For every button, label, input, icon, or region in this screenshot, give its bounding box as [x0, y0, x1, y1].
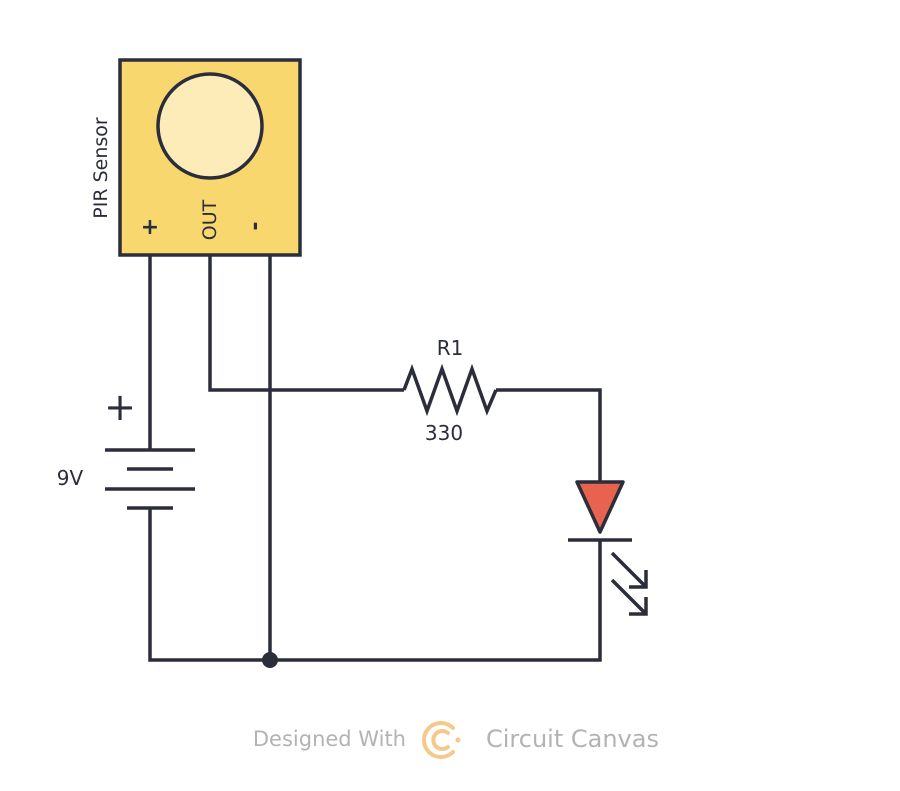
resistor: R1 330 [402, 336, 498, 445]
led [568, 480, 648, 616]
wires [148, 255, 602, 668]
footer-brand-text: Circuit Canvas [486, 725, 659, 753]
battery-voltage-label: 9V [57, 466, 84, 490]
resistor-zigzag [402, 363, 498, 417]
pir-sensor: PIR Sensor + OUT - [90, 58, 302, 257]
pir-sensor-label: PIR Sensor [90, 117, 112, 219]
battery-plus-sign: + [104, 385, 136, 429]
resistor-name-label: R1 [437, 336, 464, 360]
ground-junction [262, 652, 278, 668]
wire-battery-to-ground [148, 508, 602, 662]
footer: Designed With Circuit Canvas [253, 721, 659, 759]
resistor-value-label: 330 [425, 421, 463, 445]
led-triangle [575, 480, 625, 534]
pir-pin-minus-label: - [243, 221, 268, 230]
circuit-canvas-logo-icon [421, 721, 461, 759]
wire-resistor-to-led [496, 388, 602, 482]
wire-out-to-resistor [208, 255, 404, 392]
pir-pin-plus-label: + [141, 215, 159, 240]
battery: + 9V [57, 385, 195, 510]
led-light-arrow-icon [610, 578, 648, 616]
pir-pin-out-label: OUT [199, 199, 221, 240]
pir-sensor-lens [156, 72, 264, 180]
led-light-arrow-icon [610, 551, 648, 589]
footer-prefix-text: Designed With [253, 727, 406, 751]
